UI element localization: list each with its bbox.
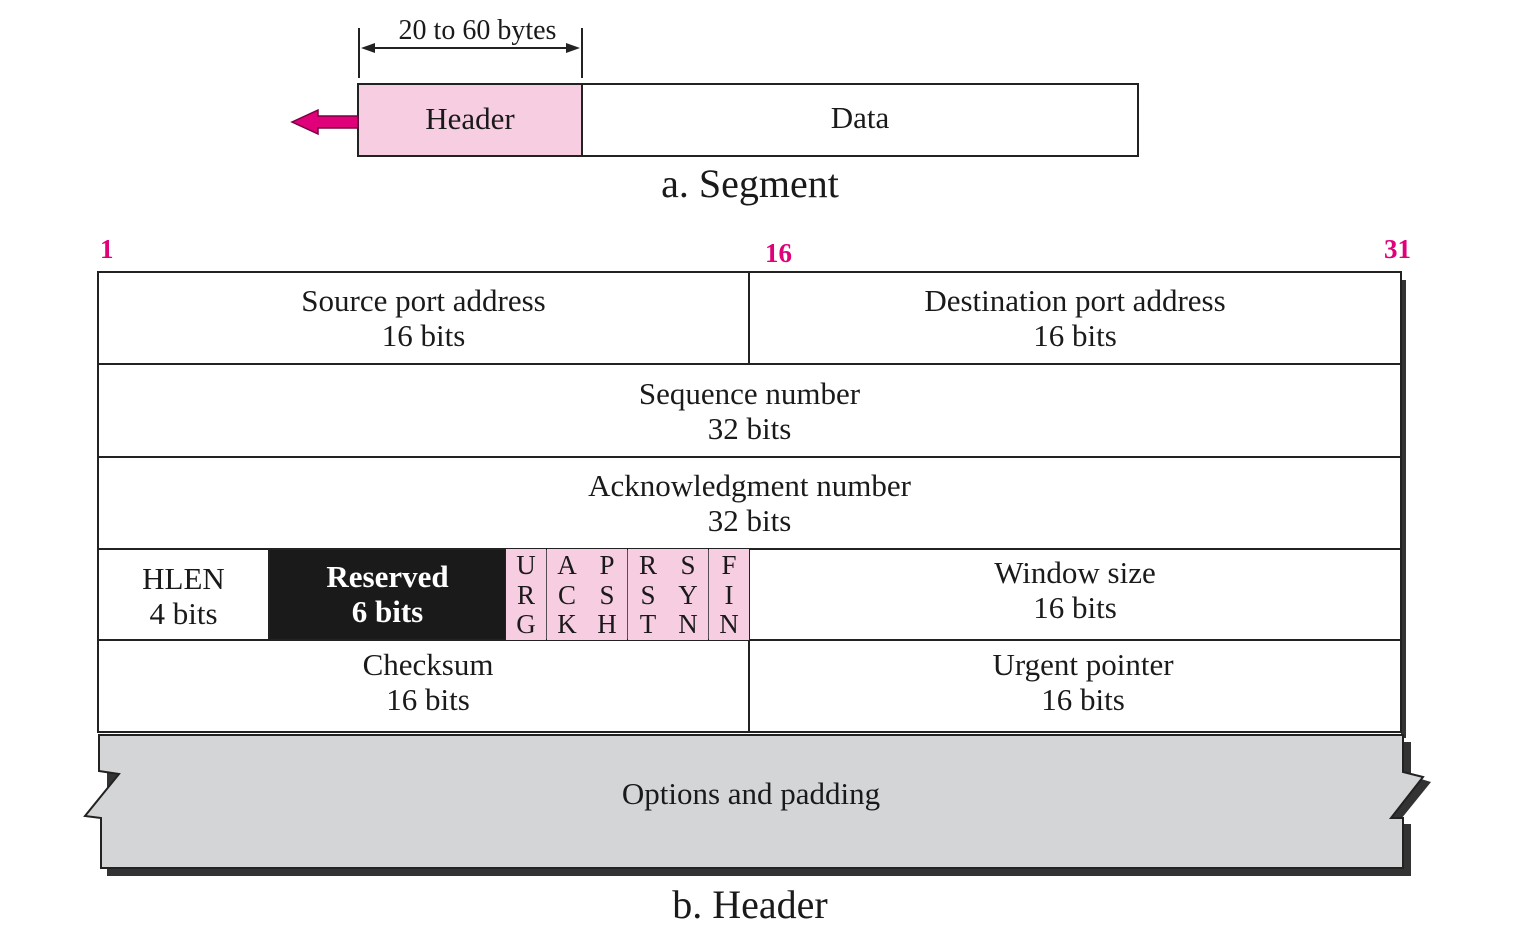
flag-letter: U	[516, 549, 536, 580]
reserved-size: 6 bits	[351, 594, 424, 629]
bit-number-middle: 16	[765, 238, 792, 268]
flag-letter: F	[721, 549, 737, 580]
flag-letter: H	[597, 609, 617, 640]
checksum-size: 16 bits	[386, 682, 470, 717]
destination-port-field: Destination port address 16 bits	[749, 282, 1401, 354]
acknowledgment-number-name: Acknowledgment number	[588, 468, 911, 503]
hlen-field: HLEN 4 bits	[98, 560, 269, 632]
bit-number-start: 1	[100, 234, 114, 264]
flag-fin: F I N	[709, 549, 749, 640]
double-arrow-icon	[361, 43, 580, 53]
flag-letter: G	[516, 609, 536, 640]
flag-syn: S Y N	[668, 549, 708, 640]
segment-size-label: 20 to 60 bytes	[398, 15, 557, 46]
acknowledgment-number-field: Acknowledgment number 32 bits	[98, 466, 1401, 540]
flag-letter: K	[557, 609, 577, 640]
reserved-field: Reserved 6 bits	[269, 558, 506, 630]
window-size-field: Window size 16 bits	[749, 554, 1401, 626]
flag-letter: S	[680, 549, 696, 580]
urgent-pointer-field: Urgent pointer 16 bits	[749, 646, 1417, 718]
header-caption: b. Header	[672, 881, 828, 927]
flag-letter: C	[557, 579, 576, 610]
options-band	[83, 734, 1425, 869]
source-port-size: 16 bits	[381, 318, 466, 353]
window-size-size: 16 bits	[1033, 590, 1117, 625]
flag-letter: P	[599, 549, 615, 580]
flag-psh: P S H	[587, 549, 627, 640]
flag-letter: S	[640, 579, 656, 610]
segment-data-box	[581, 83, 1139, 157]
flag-urg: U R G	[506, 549, 546, 640]
flag-letter: S	[599, 579, 615, 610]
segment-data-label: Data	[830, 100, 890, 135]
flag-ack: A C K	[547, 549, 587, 640]
acknowledgment-number-size: 32 bits	[707, 503, 792, 538]
sequence-number-field: Sequence number 32 bits	[98, 374, 1401, 448]
segment-diagram	[290, 28, 1139, 157]
segment-caption: a. Segment	[661, 160, 839, 206]
destination-port-name: Destination port address	[924, 283, 1226, 318]
source-port-name: Source port address	[301, 283, 546, 318]
urgent-pointer-size: 16 bits	[1041, 682, 1125, 717]
flag-rst: R S T	[628, 549, 668, 640]
flag-letter: N	[719, 609, 739, 640]
window-size-name: Window size	[994, 555, 1156, 590]
reserved-name: Reserved	[326, 559, 449, 594]
destination-port-size: 16 bits	[1033, 318, 1117, 353]
bit-number-end: 31	[1384, 234, 1411, 264]
flag-letter: R	[638, 549, 657, 580]
hlen-size: 4 bits	[149, 596, 218, 631]
hlen-name: HLEN	[142, 561, 225, 596]
segment-header-box	[357, 83, 583, 157]
reserved-block	[269, 549, 506, 640]
table-shadow	[1401, 280, 1406, 738]
source-port-field: Source port address 16 bits	[98, 282, 749, 354]
sequence-number-size: 32 bits	[707, 411, 792, 446]
flag-letter: Y	[678, 579, 698, 610]
segment-header-label: Header	[425, 101, 515, 136]
checksum-field: Checksum 16 bits	[98, 646, 758, 718]
sequence-number-name: Sequence number	[638, 376, 861, 411]
flag-letter: I	[724, 579, 734, 610]
flag-letter: A	[557, 549, 577, 580]
flag-letter: R	[516, 579, 535, 610]
urgent-pointer-name: Urgent pointer	[992, 647, 1174, 682]
flag-letter: T	[639, 609, 657, 640]
left-arrow-icon	[290, 108, 359, 136]
options-padding-label: Options and padding	[621, 776, 881, 811]
checksum-name: Checksum	[362, 647, 494, 682]
flag-letter: N	[678, 609, 698, 640]
